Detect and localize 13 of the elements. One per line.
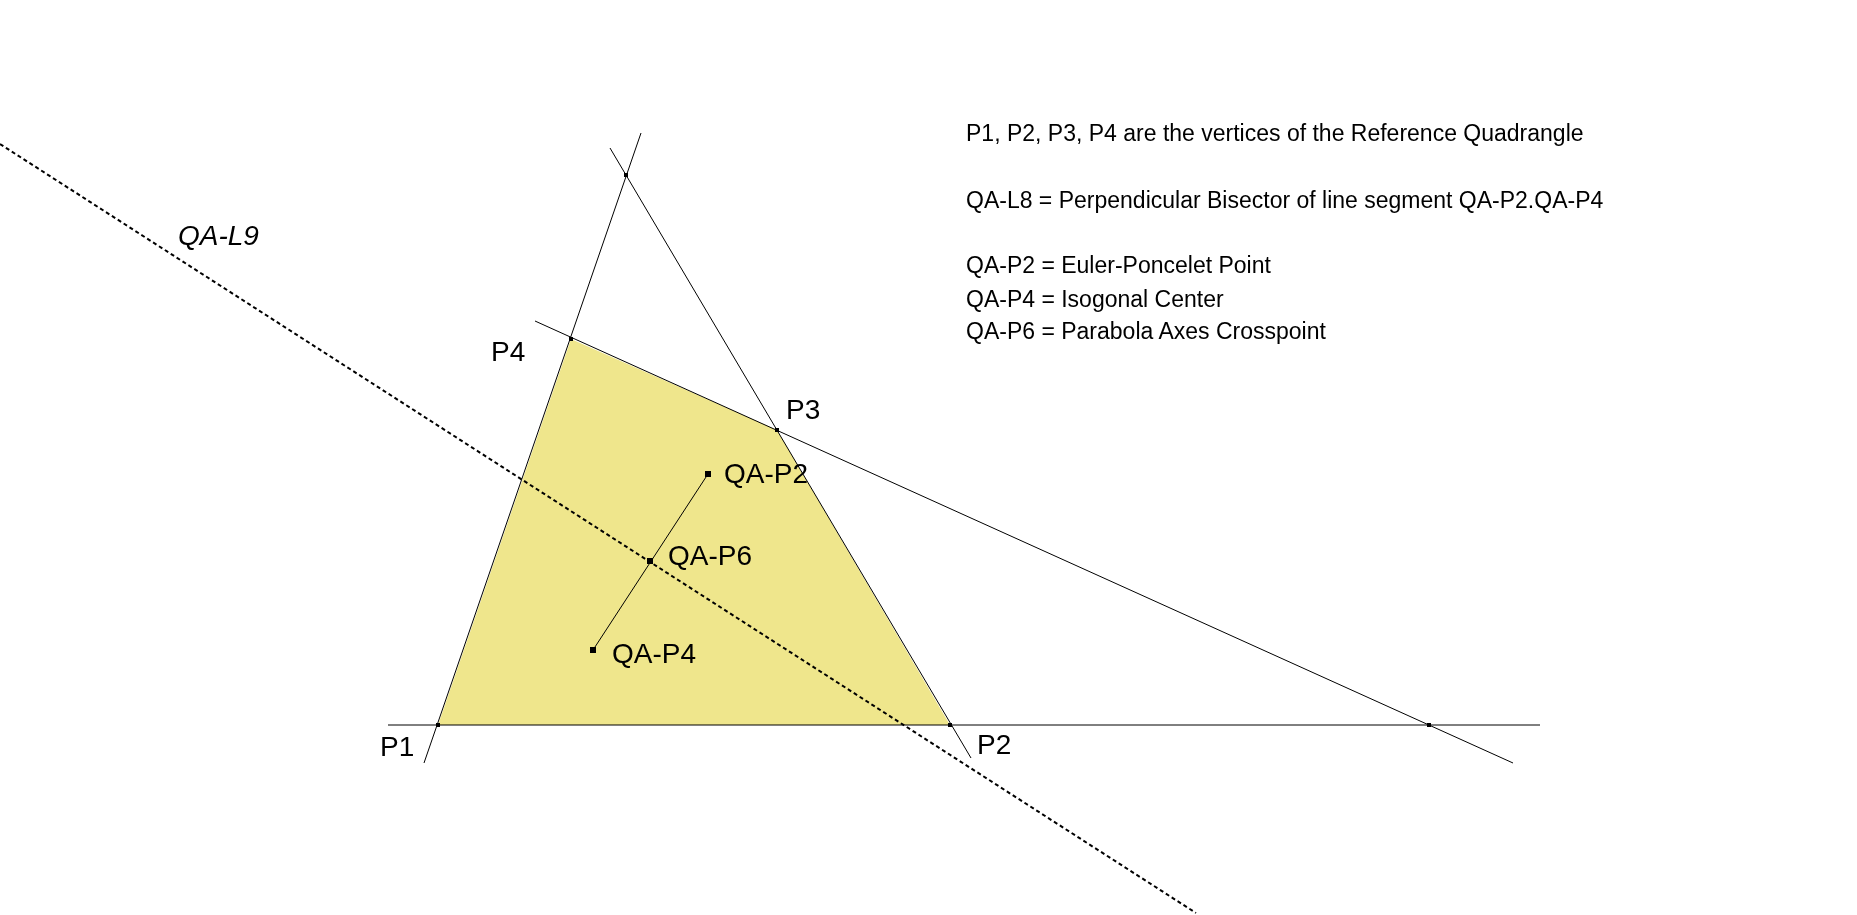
- note-text: P1, P2, P3, P4 are the vertices of the Reference Quadrangle: [966, 120, 1584, 147]
- note-text: QA-P6 = Parabola Axes Crosspoint: [966, 318, 1326, 345]
- point-label: QA-P2: [724, 458, 809, 491]
- note-text: QA-P4 = Isogonal Center: [966, 286, 1224, 313]
- point-label: P3: [786, 394, 821, 427]
- note-text: QA-P2 = Euler-Poncelet Point: [966, 252, 1271, 279]
- point-label: P1: [380, 731, 415, 764]
- point-label: QA-P4: [612, 638, 697, 671]
- note-text: QA-L8 = Perpendicular Bisector of line segment QA-P2.QA-P4: [966, 187, 1604, 214]
- point-label: QA-P6: [668, 540, 753, 573]
- point-label: P2: [977, 729, 1012, 762]
- line-label: QA-L9: [178, 220, 259, 253]
- point-label: P4: [491, 336, 526, 369]
